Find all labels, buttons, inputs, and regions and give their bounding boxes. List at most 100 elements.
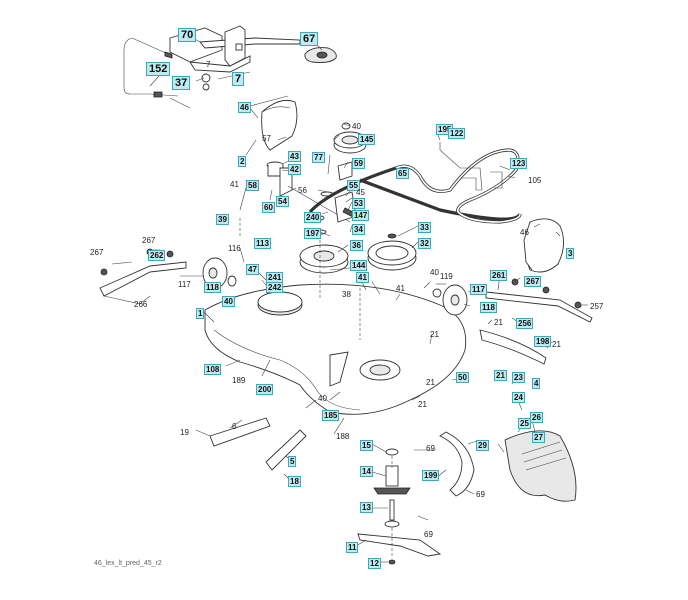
callout-38: 38 (342, 290, 351, 299)
belt-cover-right (523, 218, 564, 273)
callout-144[interactable]: 144 (350, 260, 368, 271)
callout-24[interactable]: 24 (512, 392, 525, 403)
main-pulley (299, 215, 349, 274)
callout-199[interactable]: 199 (422, 470, 440, 481)
baffle-right (479, 329, 547, 365)
alignment-dashes (239, 218, 393, 556)
callout-50[interactable]: 50 (456, 372, 469, 383)
callout-21: 21 (552, 340, 561, 349)
callout-33[interactable]: 33 (418, 222, 431, 233)
callout-14[interactable]: 14 (360, 466, 373, 477)
callout-13[interactable]: 13 (360, 502, 373, 513)
callout-34[interactable]: 34 (352, 224, 365, 235)
callout-42[interactable]: 42 (288, 164, 301, 175)
callout-23[interactable]: 23 (512, 372, 525, 383)
callout-2[interactable]: 2 (238, 156, 247, 167)
callout-198[interactable]: 198 (534, 336, 552, 347)
callout-25[interactable]: 25 (518, 418, 531, 429)
callout-197[interactable]: 197 (304, 228, 322, 239)
callout-59[interactable]: 59 (352, 158, 365, 169)
callout-185[interactable]: 185 (322, 410, 340, 421)
callout-3[interactable]: 3 (566, 248, 575, 259)
callout-116: 116 (228, 244, 241, 253)
callout-43[interactable]: 43 (288, 151, 301, 162)
callout-113[interactable]: 113 (254, 238, 271, 249)
callout-46[interactable]: 46 (238, 102, 251, 113)
gauge-wheel-right (432, 284, 468, 316)
callout-37[interactable]: 37 (172, 76, 191, 90)
callout-60[interactable]: 60 (262, 202, 275, 213)
callout-12[interactable]: 12 (368, 558, 381, 569)
callout-21: 21 (494, 318, 503, 327)
callout-11[interactable]: 11 (346, 542, 359, 553)
callout-47[interactable]: 47 (246, 264, 259, 275)
callout-77[interactable]: 77 (312, 152, 325, 163)
callout-267[interactable]: 267 (524, 276, 542, 287)
callout-53[interactable]: 53 (352, 198, 365, 209)
callout-261[interactable]: 261 (490, 270, 508, 281)
callout-7[interactable]: 7 (232, 72, 245, 86)
callout-189: 189 (232, 376, 246, 385)
left-deck-bar (99, 248, 187, 297)
callout-55[interactable]: 55 (347, 180, 360, 191)
callout-40: 40 (318, 394, 327, 403)
callout-200[interactable]: 200 (256, 384, 274, 395)
callout-69: 69 (476, 490, 485, 499)
callout-41[interactable]: 41 (356, 272, 369, 283)
callout-123[interactable]: 123 (510, 158, 528, 169)
callout-54[interactable]: 54 (276, 196, 289, 207)
callout-40: 40 (430, 268, 439, 277)
callout-56: 56 (298, 186, 307, 195)
spindle-assembly (373, 448, 411, 528)
callout-29[interactable]: 29 (476, 440, 489, 451)
callout-41: 41 (230, 180, 239, 189)
callout-266: 266 (134, 300, 148, 309)
callout-40[interactable]: 40 (222, 296, 235, 307)
chute-deflector-rod (439, 431, 475, 497)
callout-67[interactable]: 67 (300, 32, 319, 46)
diagram-caption: 46_lex_lt_pred_45_r2 (94, 560, 162, 567)
callout-15[interactable]: 15 (360, 440, 373, 451)
callout-18[interactable]: 18 (288, 476, 301, 487)
callout-256[interactable]: 256 (516, 318, 534, 329)
callout-65[interactable]: 65 (396, 168, 409, 179)
callout-267: 267 (90, 248, 104, 257)
callout-262[interactable]: 262 (148, 250, 166, 261)
callout-36[interactable]: 36 (350, 240, 363, 251)
callout-46: 46 (520, 228, 529, 237)
callout-21: 21 (418, 400, 427, 409)
callout-267: 267 (142, 236, 156, 245)
callout-26[interactable]: 26 (530, 412, 543, 423)
callout-108[interactable]: 108 (204, 364, 222, 375)
callout-118[interactable]: 118 (204, 282, 221, 293)
drive-pulley-right (367, 233, 417, 271)
callout-70[interactable]: 70 (178, 28, 197, 42)
callout-242[interactable]: 242 (266, 282, 284, 293)
callout-41: 41 (396, 284, 405, 293)
callout-39[interactable]: 39 (216, 214, 229, 225)
callout-27[interactable]: 27 (532, 432, 545, 443)
deck-bracket-left (209, 417, 307, 471)
callout-45: 45 (356, 188, 365, 197)
callout-147[interactable]: 147 (352, 210, 370, 221)
callout-21[interactable]: 21 (494, 370, 507, 381)
callout-1[interactable]: 1 (196, 308, 205, 319)
callout-117[interactable]: 117 (470, 284, 487, 295)
callout-58[interactable]: 58 (246, 180, 259, 191)
callout-117: 117 (178, 280, 191, 289)
callout-240[interactable]: 240 (304, 212, 322, 223)
callout-32[interactable]: 32 (418, 238, 431, 249)
callout-152[interactable]: 152 (146, 62, 171, 76)
gauge-wheel-left (202, 257, 237, 289)
callout-145[interactable]: 145 (358, 134, 376, 145)
callout-118[interactable]: 118 (480, 302, 497, 313)
callout-122[interactable]: 122 (448, 128, 466, 139)
callout-4[interactable]: 4 (532, 378, 541, 389)
idler-pulley-upper (333, 122, 367, 154)
callout-69: 69 (426, 444, 435, 453)
handle-grip (304, 47, 337, 63)
callout-119: 119 (440, 272, 453, 281)
callout-5[interactable]: 5 (288, 456, 297, 467)
